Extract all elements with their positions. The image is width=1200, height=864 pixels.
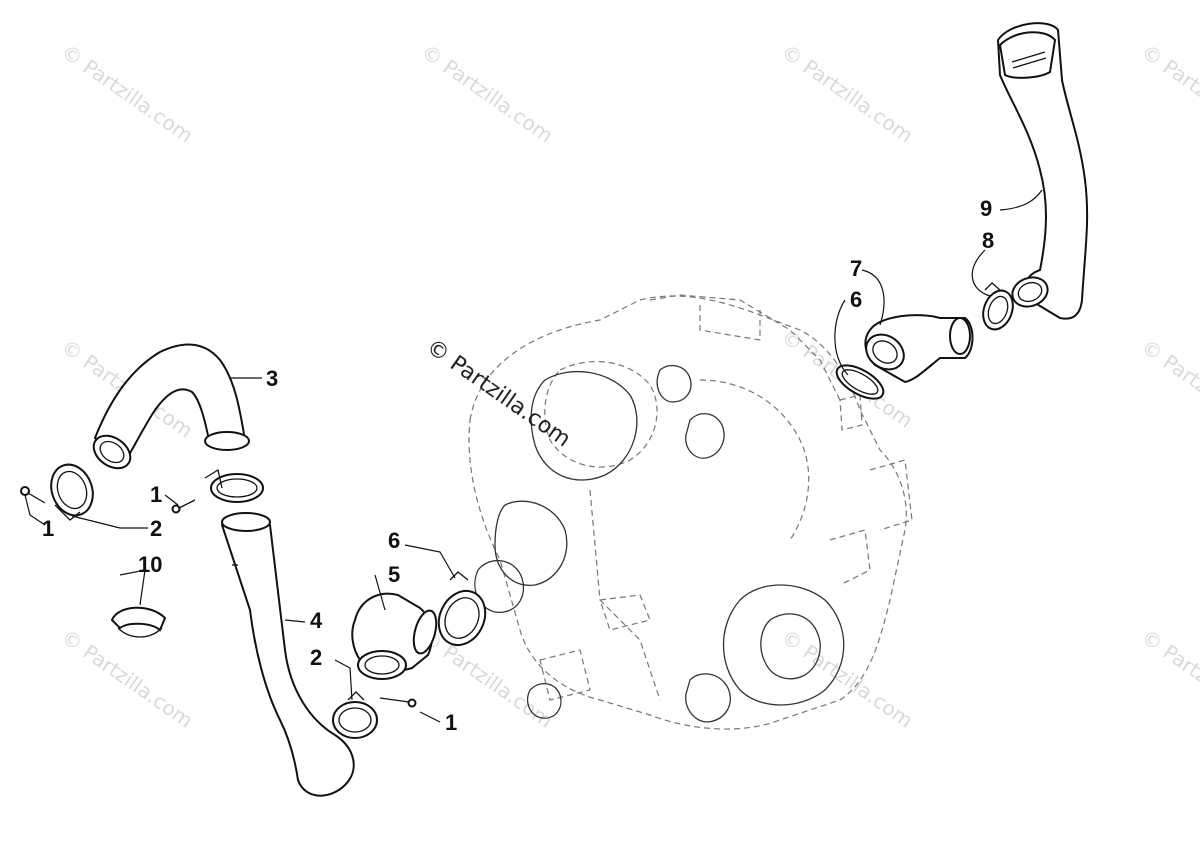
clamp-8 bbox=[982, 282, 1014, 331]
callout-8: 8 bbox=[982, 228, 994, 253]
callout-10: 10 bbox=[138, 552, 162, 577]
upper-tube-3 bbox=[92, 343, 250, 470]
clamp-2-left bbox=[50, 463, 94, 521]
callout-1-left: 1 bbox=[42, 516, 54, 541]
screw-1-left bbox=[20, 486, 46, 504]
callout-6-upper: 6 bbox=[850, 287, 862, 312]
clamp-2-upper bbox=[204, 468, 264, 503]
watermark: © Partzilla.com bbox=[777, 624, 917, 732]
watermark: © Partzilla.com bbox=[1137, 39, 1200, 147]
watermark: © Partzilla.com bbox=[1137, 624, 1200, 732]
watermark: © Partzilla.com bbox=[1137, 334, 1200, 442]
main-watermark: © Partzilla.com bbox=[422, 334, 575, 452]
callout-labels: 1 1 1 2 2 3 4 5 6 6 7 8 9 10 bbox=[42, 196, 994, 735]
watermark: © Partzilla.com bbox=[57, 624, 197, 732]
callout-5: 5 bbox=[388, 562, 400, 587]
elbow-boot-5 bbox=[351, 592, 438, 680]
watermark: © Partzilla.com bbox=[417, 39, 557, 147]
clamp-2-lower bbox=[332, 691, 378, 739]
callout-2-upper: 2 bbox=[150, 516, 162, 541]
clamp-6-upper bbox=[835, 364, 885, 400]
band-10 bbox=[110, 606, 167, 638]
long-tube-4 bbox=[220, 512, 355, 797]
leader-lines bbox=[24, 189, 1043, 723]
elbow-boot-7 bbox=[864, 314, 974, 384]
callout-2-lower: 2 bbox=[310, 645, 322, 670]
screw-1-upper bbox=[171, 499, 196, 514]
callout-7: 7 bbox=[850, 256, 862, 281]
callout-6-lower: 6 bbox=[388, 528, 400, 553]
callout-4: 4 bbox=[310, 608, 323, 633]
watermark: © Partzilla.com bbox=[777, 39, 917, 147]
clamp-6-lower bbox=[437, 571, 487, 647]
screw-1-lower bbox=[379, 697, 417, 708]
intake-duct bbox=[996, 22, 1089, 320]
callout-1-lower: 1 bbox=[445, 710, 457, 735]
callout-1-upper: 1 bbox=[150, 482, 162, 507]
engine-outline bbox=[468, 294, 913, 730]
callout-3: 3 bbox=[266, 366, 278, 391]
callout-9: 9 bbox=[980, 196, 992, 221]
watermark: © Partzilla.com bbox=[57, 39, 197, 147]
